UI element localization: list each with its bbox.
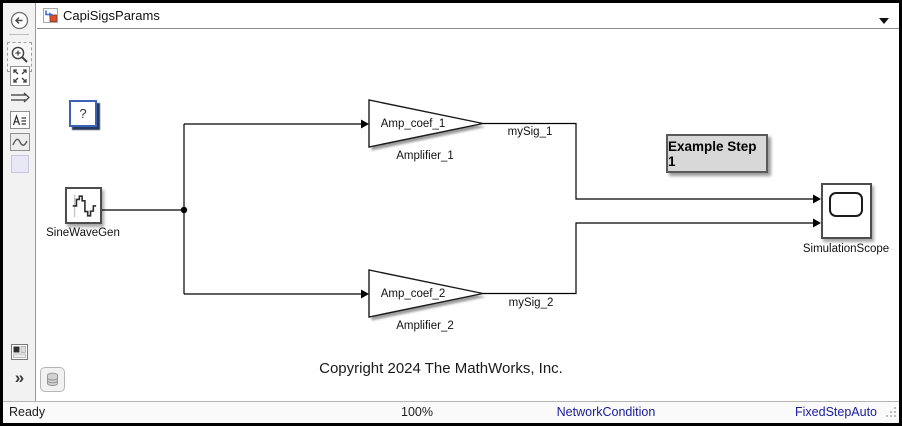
signal-wires: [102, 99, 821, 321]
viewmark-square-icon: [10, 155, 29, 173]
model-title: CapiSigsParams: [63, 8, 160, 23]
annotation-icon: [9, 111, 30, 129]
breadcrumb-dropdown-button[interactable]: [879, 12, 889, 30]
example-step-text: Example Step 1: [668, 138, 757, 169]
palette-separator: [9, 34, 29, 35]
signal-routing-button[interactable]: [3, 90, 36, 106]
amp2-block-label[interactable]: Amplifier_2: [396, 320, 454, 332]
simulink-model-icon: [43, 8, 58, 23]
image-capture-button[interactable]: [3, 133, 36, 151]
fit-to-view-icon: [9, 66, 30, 86]
viewmark-button[interactable]: [3, 155, 36, 173]
sine-wave-icon: [72, 194, 97, 218]
help-block-text: ?: [79, 106, 87, 121]
tool-palette: »: [3, 3, 36, 401]
dock-layout-button[interactable]: [3, 344, 36, 360]
expand-palette-button[interactable]: »: [3, 369, 36, 386]
back-arrow-icon: [10, 11, 29, 30]
sine-wave-gen-block[interactable]: [65, 187, 102, 224]
copyright-annotation[interactable]: Copyright 2024 The MathWorks, Inc.: [319, 360, 563, 377]
signal-label-mysig2[interactable]: mySig_2: [508, 297, 554, 309]
dock-layout-icon: [11, 344, 28, 360]
status-ready: Ready: [9, 405, 46, 419]
amp1-block-label[interactable]: Amplifier_1: [396, 150, 454, 162]
example-step-annotation[interactable]: Example Step 1: [666, 134, 768, 173]
database-icon: [47, 372, 58, 386]
simulation-scope-block[interactable]: [821, 183, 872, 239]
signal-lines-icon: [10, 92, 30, 103]
help-block[interactable]: ?: [69, 100, 97, 127]
status-bar: Ready 100% NetworkCondition FixedStepAut…: [3, 401, 899, 423]
status-network-condition[interactable]: NetworkCondition: [556, 405, 656, 419]
image-wave-icon: [9, 133, 30, 151]
resize-grip-icon: [886, 407, 896, 417]
annotation-button[interactable]: [3, 111, 36, 129]
status-solver[interactable]: FixedStepAuto: [795, 405, 877, 419]
resize-grip[interactable]: [885, 406, 897, 421]
status-zoom-level: 100%: [401, 405, 433, 419]
chevrons-icon: »: [14, 368, 25, 387]
chevron-down-icon: [879, 18, 889, 24]
signal-label-mysig1[interactable]: mySig_1: [507, 126, 553, 138]
gain-value-amp1[interactable]: Amp_coef_1: [380, 118, 446, 130]
model-data-badge[interactable]: [40, 367, 65, 392]
diagram-canvas[interactable]: ? SineWaveGen Amp_coef_1 Amplifier_1 Amp…: [37, 30, 899, 401]
gain-value-amp2[interactable]: Amp_coef_2: [380, 288, 446, 300]
back-button[interactable]: [3, 11, 36, 30]
fit-to-view-button[interactable]: [3, 66, 36, 86]
sine-block-label[interactable]: SineWaveGen: [46, 227, 120, 239]
scope-screen-icon: [829, 192, 863, 217]
breadcrumb-bar[interactable]: CapiSigsParams: [37, 3, 899, 29]
scope-block-label[interactable]: SimulationScope: [802, 243, 890, 255]
